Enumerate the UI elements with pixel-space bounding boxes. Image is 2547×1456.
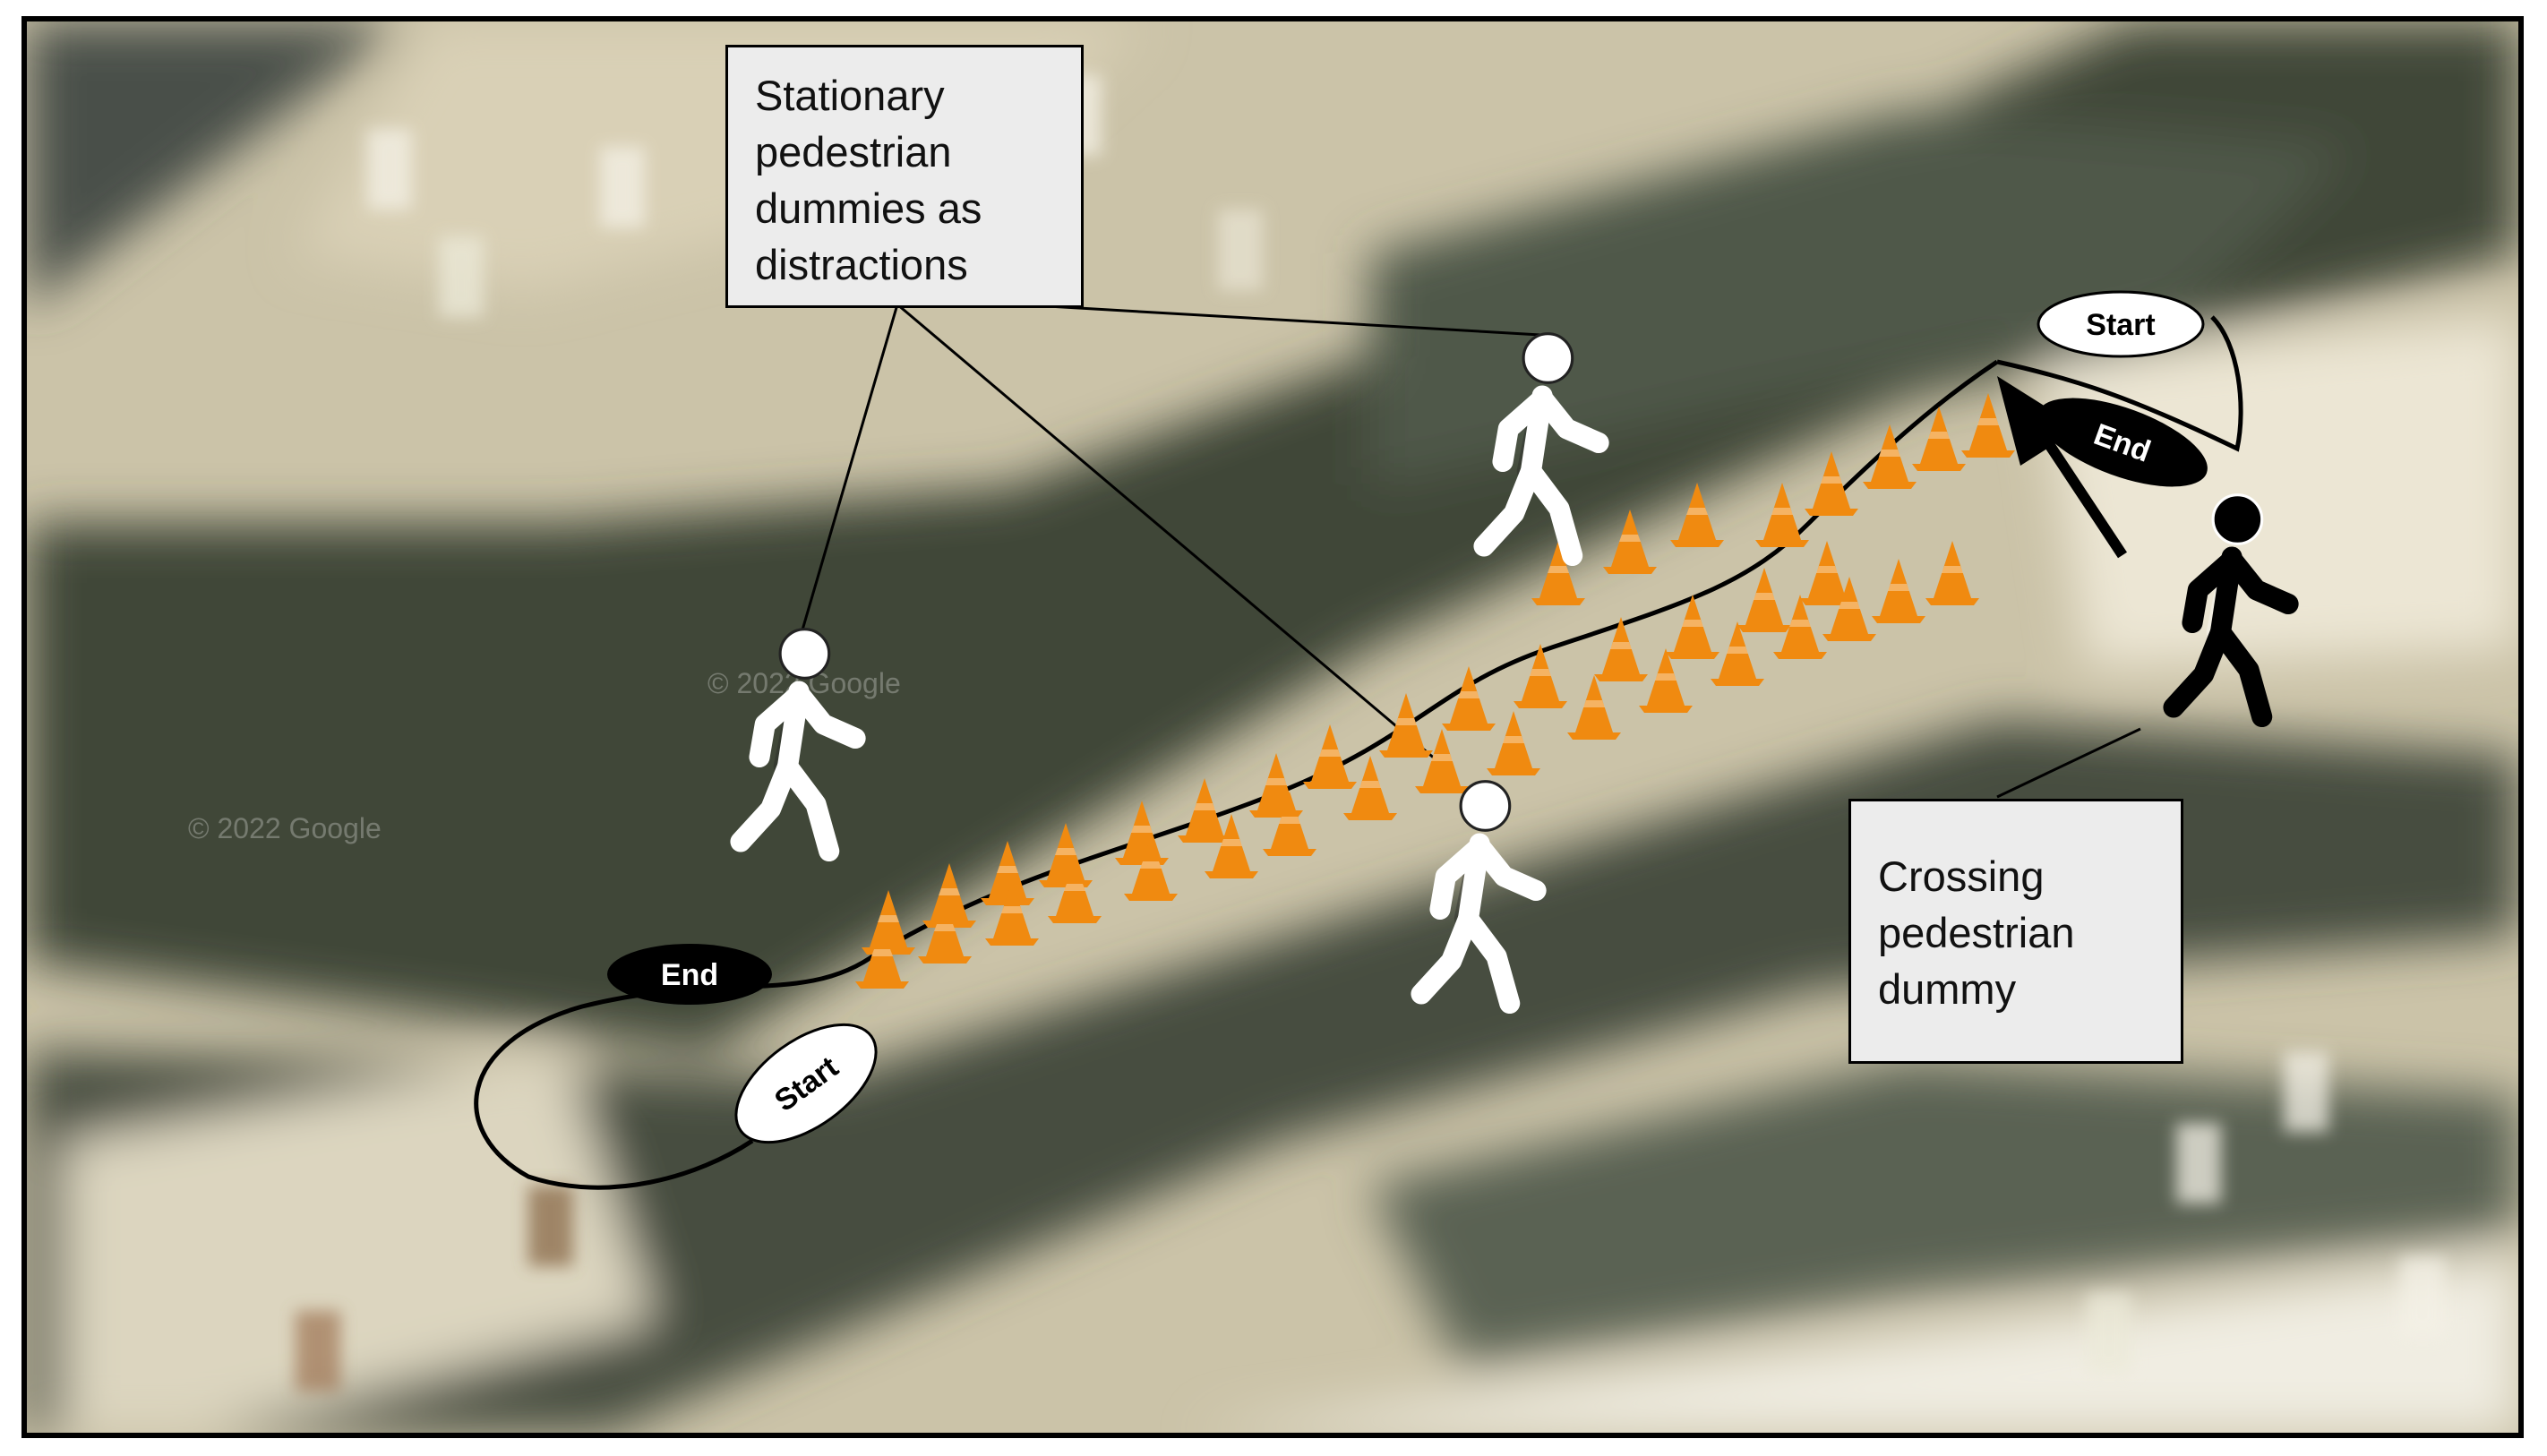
callout-leader-lines: [795, 303, 2141, 799]
map-frame: © 2022 Google © 2022 Google End Start St…: [21, 16, 2524, 1438]
traffic-cone-icon: [1594, 617, 1648, 681]
traffic-cone-icon: [1178, 778, 1231, 843]
traffic-cone-icon: [1048, 859, 1102, 923]
traffic-cone-icon: [1567, 675, 1621, 740]
traffic-cone-rows: [855, 393, 2015, 989]
traffic-cone-icon: [1666, 595, 1719, 659]
traffic-cone-icon: [1487, 711, 1540, 775]
start-marker-right-label: Start: [2086, 308, 2155, 342]
traffic-cone-icon: [1379, 693, 1433, 758]
pedestrian-icon: [1411, 780, 1547, 1015]
pedestrian-icon: [1473, 332, 1609, 567]
traffic-cone-icon: [1755, 483, 1809, 547]
traffic-cone-icon: [1800, 541, 1854, 605]
end-marker-left: End: [607, 944, 772, 1005]
aerial-background: [27, 21, 2518, 1433]
traffic-cone-icon: [1303, 724, 1357, 789]
pedestrian-dummies: [730, 332, 2299, 1015]
traffic-cone-icon: [918, 899, 972, 964]
traffic-cone-icon: [1124, 836, 1178, 901]
traffic-cone-icon: [1205, 814, 1258, 878]
traffic-cone-icon: [1711, 621, 1764, 686]
map-watermark: © 2022 Google: [188, 812, 382, 844]
end-marker-left-label: End: [661, 958, 718, 992]
traffic-cone-icon: [1263, 792, 1316, 856]
course-path: [474, 315, 2243, 1190]
traffic-cone-icon: [1670, 483, 1724, 547]
traffic-cone-icon: [1872, 559, 1925, 623]
satellite-map-scene: © 2022 Google © 2022 Google End Start St…: [27, 21, 2518, 1433]
traffic-cone-icon: [1514, 644, 1567, 708]
traffic-cone-icon: [1822, 577, 1876, 641]
pedestrian-icon: [730, 628, 866, 862]
traffic-cone-icon: [1415, 729, 1469, 793]
traffic-cone-icon: [1737, 568, 1791, 632]
pedestrian-icon: [2163, 493, 2299, 728]
callout-crossing-dummy: Crossing pedestrian dummy: [1848, 799, 2183, 1064]
traffic-cone-icon: [1343, 756, 1397, 820]
traffic-cone-icon: [1912, 407, 1966, 471]
traffic-cone-icon: [985, 881, 1039, 946]
traffic-cone-icon: [855, 924, 909, 989]
traffic-cone-icon: [1805, 451, 1858, 516]
traffic-cone-icon: [1442, 666, 1496, 731]
end-marker-right: End: [2037, 398, 2208, 487]
traffic-cone-icon: [1773, 595, 1827, 659]
traffic-cone-icon: [1603, 510, 1657, 574]
traffic-cone-icon: [1639, 648, 1693, 713]
callout-stationary-dummies: Stationary pedestrian dummies as distrac…: [725, 45, 1084, 308]
traffic-cone-icon: [1863, 424, 1917, 489]
traffic-cone-icon: [1531, 541, 1585, 605]
start-marker-left: Start: [734, 1023, 878, 1144]
start-marker-right: Start: [2037, 290, 2205, 358]
traffic-cone-icon: [1925, 541, 1979, 605]
traffic-cone-icon: [1961, 393, 2015, 458]
